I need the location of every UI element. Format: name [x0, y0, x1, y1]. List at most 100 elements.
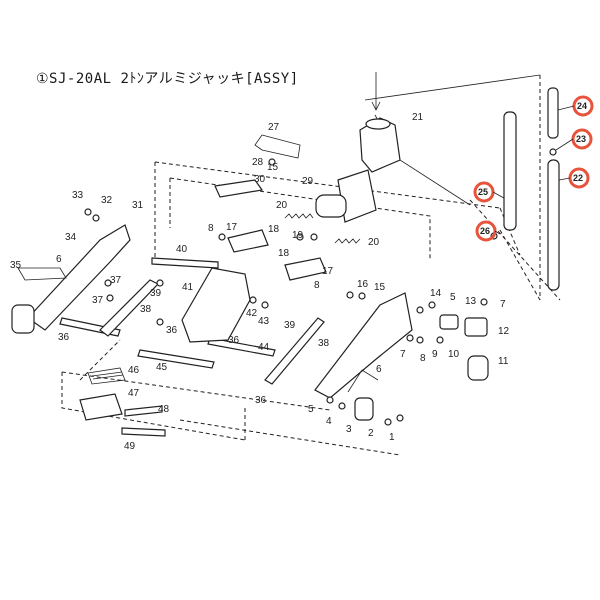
part-label: 47 — [128, 388, 140, 399]
plate-30 — [214, 179, 264, 198]
part-label: 27 — [268, 122, 280, 133]
part-label: 7 — [400, 349, 406, 360]
part-label: 15 — [267, 162, 279, 173]
part-label: 39 — [284, 320, 296, 331]
handle-grommet-23 — [549, 148, 557, 156]
link-plate-17 — [227, 229, 269, 253]
part-label: 5 — [308, 404, 314, 415]
part-label: 8 — [208, 223, 214, 234]
caster-11 — [467, 355, 489, 381]
part-label: 34 — [65, 232, 77, 243]
fasteners — [84, 158, 488, 426]
cylinder-top-21 — [365, 118, 391, 130]
wheel-left — [11, 304, 35, 334]
part-label: 37 — [110, 275, 122, 286]
rod-45 — [137, 349, 215, 369]
rod-40 — [151, 257, 219, 269]
part-label: 29 — [302, 176, 314, 187]
part-label: 38 — [140, 304, 152, 315]
part-label: 38 — [318, 338, 330, 349]
part-label: 36 — [58, 332, 70, 343]
right-frame-6 — [314, 292, 413, 399]
part-label: 43 — [258, 316, 270, 327]
highlighted-callouts: 22 23 24 25 26 — [473, 95, 594, 242]
part-label: 7 — [500, 299, 506, 310]
part-label: 13 — [465, 296, 477, 307]
callout-label-22: 22 — [573, 173, 583, 183]
assembly-guides — [61, 161, 521, 456]
part-label: 16 — [357, 279, 369, 290]
part-label: 20 — [368, 237, 380, 248]
cylinder-body-21 — [359, 117, 401, 173]
spring-20a — [284, 213, 314, 219]
part-label: 12 — [498, 326, 510, 337]
pedal-pad-46 — [87, 367, 126, 385]
part-label: 9 — [432, 349, 438, 360]
part-label: 4 — [326, 416, 332, 427]
part-label: 21 — [412, 112, 424, 123]
spring-20b — [334, 238, 361, 244]
rod-48 — [124, 405, 163, 417]
part-label: 32 — [101, 195, 113, 206]
rod-49 — [121, 427, 166, 437]
callout-label-23: 23 — [576, 134, 586, 144]
part-label: 40 — [176, 244, 188, 255]
part-label: 19 — [292, 230, 304, 241]
part-label: 42 — [246, 308, 258, 319]
handle-tube-24 — [547, 87, 559, 139]
part-label: 39 — [150, 288, 162, 299]
part-label: 6 — [56, 254, 62, 265]
part-label: 17 — [322, 266, 334, 277]
part-labels: 1 2 3 4 5 5 6 6 7 7 8 8 8 9 10 11 12 13 … — [10, 112, 510, 452]
block-13 — [439, 314, 459, 330]
part-label: 33 — [72, 190, 84, 201]
part-label: 36 — [166, 325, 178, 336]
part-label: 35 — [10, 260, 22, 271]
pump-cylinder-29 — [315, 194, 347, 218]
handle-bar-6 — [347, 369, 379, 393]
part-label: 31 — [132, 200, 144, 211]
rod-44 — [207, 337, 276, 357]
part-label: 41 — [182, 282, 194, 293]
part-label: 17 — [226, 222, 238, 233]
callout-label-24: 24 — [577, 101, 587, 111]
diagram-title: ①SJ-20AL 2ﾄﾝアルミジャッキ[ASSY] — [36, 71, 299, 87]
part-label: 10 — [448, 349, 460, 360]
part-label: 36 — [255, 395, 267, 406]
part-label: 46 — [128, 365, 140, 376]
part-label: 8 — [314, 280, 320, 291]
part-label: 15 — [374, 282, 386, 293]
part-label: 45 — [156, 362, 168, 373]
bracket-12 — [464, 317, 488, 337]
lift-arm-38b — [264, 317, 325, 385]
callout-leaders — [492, 105, 575, 235]
part-label: 36 — [228, 335, 240, 346]
part-label: 30 — [254, 174, 266, 185]
part-label: 28 — [252, 157, 264, 168]
part-label: 8 — [420, 353, 426, 364]
part-label: 2 — [368, 428, 374, 439]
pedal-47 — [79, 393, 123, 421]
part-label: 6 — [376, 364, 382, 375]
handle-35 — [17, 267, 67, 281]
part-label: 20 — [276, 200, 288, 211]
part-label: 18 — [278, 248, 290, 259]
part-label: 44 — [258, 342, 270, 353]
u-bracket-27 — [254, 134, 301, 159]
handle-guides — [469, 75, 561, 301]
part-label: 1 — [389, 432, 395, 443]
callout-label-25: 25 — [478, 187, 488, 197]
assembly-arrow — [371, 72, 381, 111]
part-label: 3 — [346, 424, 352, 435]
part-label: 14 — [430, 288, 442, 299]
roller-3 — [354, 397, 374, 421]
part-label: 18 — [268, 224, 280, 235]
part-label: 49 — [124, 441, 136, 452]
link-plate-18 — [284, 257, 327, 281]
handle-tube-22 — [547, 159, 560, 291]
part-label: 48 — [158, 404, 170, 415]
handle-tube-25 — [503, 111, 517, 231]
part-label: 5 — [450, 292, 456, 303]
frame-41 — [181, 267, 251, 343]
